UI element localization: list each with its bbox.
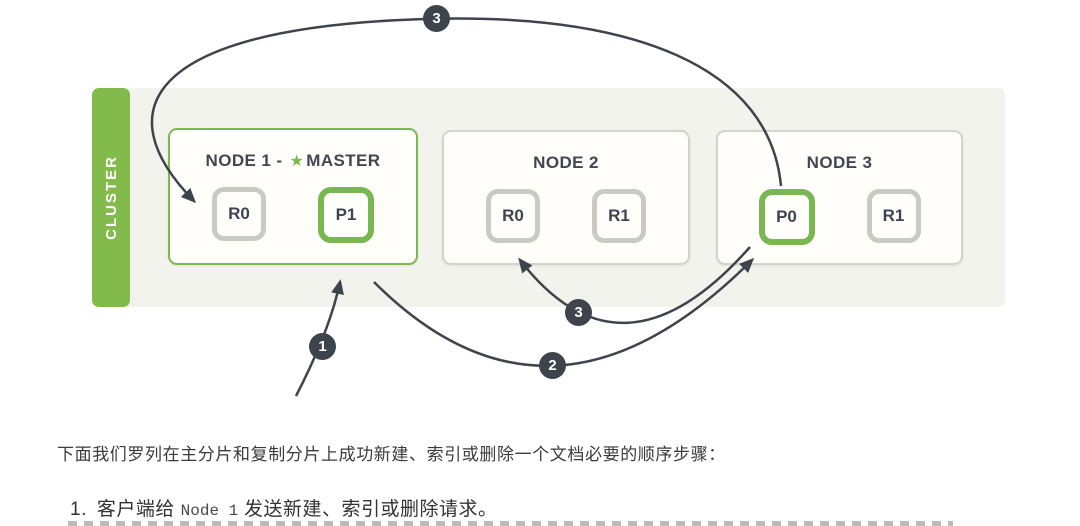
shard-r1-node3: R1 [866,189,921,243]
node-1-shards: R0 P1 [170,187,416,243]
shard-p0-node3: P0 [758,189,815,245]
description-text: 下面我们罗列在主分片和复制分片上成功新建、索引或删除一个文档必要的顺序步骤： [57,445,726,464]
node-1-box: NODE 1 - ★MASTER R0 P1 [168,128,418,265]
step-text-prefix: 客户端给 [96,499,181,520]
master-star-icon: ★ [289,153,305,170]
node-3-title: NODE 3 [806,153,873,172]
shard-label: P0 [776,207,797,226]
shard-label: R1 [882,206,905,225]
step-badge-1: 1 [309,333,336,360]
step-number: 1. [70,499,87,520]
cluster-label-bar: CLUSTER [92,88,130,307]
shard-r0-node1: R0 [212,187,266,241]
shard-label: R0 [228,204,250,223]
step-list-item-1: 1. 客户端给 Node 1 发送新建、索引或删除请求。 [70,494,498,521]
step-badge-2: 2 [539,352,566,379]
step-badge-3-top: 3 [423,5,450,32]
node-1-master-label: MASTER [306,151,381,170]
cluster-label: CLUSTER [102,155,120,240]
step-badge-3-mid: 3 [565,299,592,326]
node-2-shards: R0 R1 [444,189,688,243]
node-1-code: Node 1 [180,502,239,520]
node-2-title: NODE 2 [533,153,599,172]
shard-r0-node2: R0 [486,189,540,243]
node-3-box: NODE 3 P0 R1 [716,130,963,265]
node-1-title: NODE 1 - ★MASTER [170,150,416,172]
shard-p1-node1: P1 [318,187,374,243]
shard-r1-node2: R1 [592,189,646,243]
node-3-shards: P0 R1 [718,189,961,245]
shard-label: P1 [335,205,357,224]
node-1-title-text: NODE 1 - [205,151,288,170]
shard-label: R1 [608,206,630,225]
node-2-box: NODE 2 R0 R1 [442,130,690,265]
shard-label: R0 [502,206,524,225]
step-text-suffix: 发送新建、索引或删除请求。 [238,499,498,520]
cutoff-text-line [68,521,953,526]
